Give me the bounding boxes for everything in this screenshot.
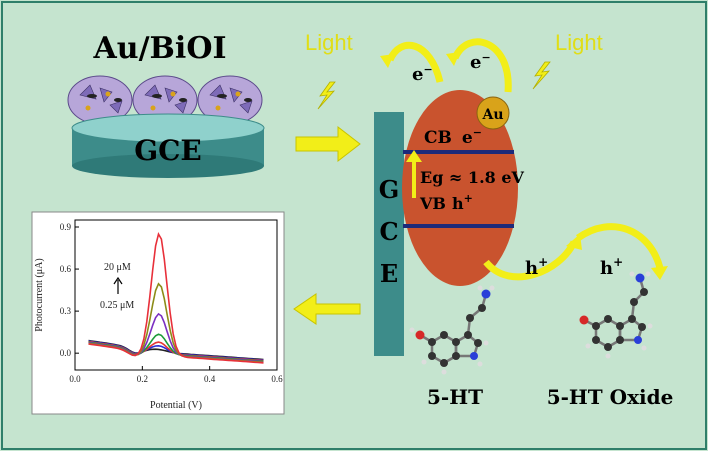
arrowhead-icon	[446, 52, 460, 66]
electrode-label: Au/BiOI	[93, 31, 227, 66]
concentration-top-label: 20 μM	[104, 262, 131, 273]
bandgap-label: Eg ≈ 1.8 eV	[420, 168, 525, 187]
au-nanoparticle	[476, 96, 510, 130]
electron-label-left: e−	[412, 63, 433, 85]
concentration-bottom-label: 0.25 μM	[100, 300, 134, 311]
right-arrow-icon	[295, 125, 361, 163]
left-arrow-icon	[293, 293, 361, 325]
y-axis-label: Photocurrent (μA)	[34, 258, 45, 331]
x-tick-label: 0.4	[204, 374, 216, 384]
molecule-5ht-oxide-label: 5-HT Oxide	[547, 385, 674, 409]
concentration-up-arrow-icon	[113, 276, 123, 294]
gce-disk	[71, 113, 265, 178]
x-tick-label: 0.6	[271, 374, 283, 384]
gce-bar-letter-c: C	[379, 217, 398, 246]
y-tick-label: 0.3	[60, 306, 72, 316]
hole-label-right: h+	[600, 255, 623, 279]
au-label: Au	[481, 107, 503, 123]
serotonin-atoms	[409, 285, 495, 375]
arrowhead-icon	[651, 266, 668, 280]
y-tick-label: 0.6	[60, 264, 72, 274]
x-tick-label: 0.0	[69, 374, 81, 384]
gce-bar	[374, 112, 404, 356]
light-right-label: Light	[555, 30, 603, 55]
oxidation-curved-arrow	[575, 223, 664, 270]
y-tick-label: 0.9	[60, 222, 72, 232]
molecule-5ht-label: 5-HT	[427, 385, 483, 409]
light-left-label: Light	[305, 30, 353, 55]
lightning-bolt-icon	[532, 61, 551, 90]
hole-transfer-arrow	[483, 240, 578, 281]
photocurrent-chart: 0.0 0.2 0.4 0.6 0.0 0.3 0.6 0.9 Photocurrent (μ…	[31, 211, 285, 415]
gce-bar-letter-e: E	[380, 259, 398, 288]
gce-bar-letter-g: G	[379, 175, 400, 204]
electron-curved-arrow-right	[451, 38, 512, 93]
x-tick-label: 0.2	[137, 374, 148, 384]
bandgap-arrowhead-icon	[406, 150, 422, 162]
electron-label-right: e−	[470, 51, 491, 73]
photocurrent-series-line	[88, 231, 264, 364]
gce-base-label: GCE	[134, 134, 202, 167]
hole-label-left: h+	[525, 255, 548, 279]
lightning-bolt-icon	[317, 81, 336, 110]
biot-particle	[402, 90, 518, 286]
biot-flower-layer	[67, 75, 263, 125]
arrowhead-icon	[380, 54, 394, 68]
y-tick-label: 0.0	[60, 348, 72, 358]
electron-curved-arrow-left	[386, 41, 444, 83]
x-axis-label: Potential (V)	[150, 400, 202, 411]
serotonin-oxide-atoms	[579, 271, 653, 359]
